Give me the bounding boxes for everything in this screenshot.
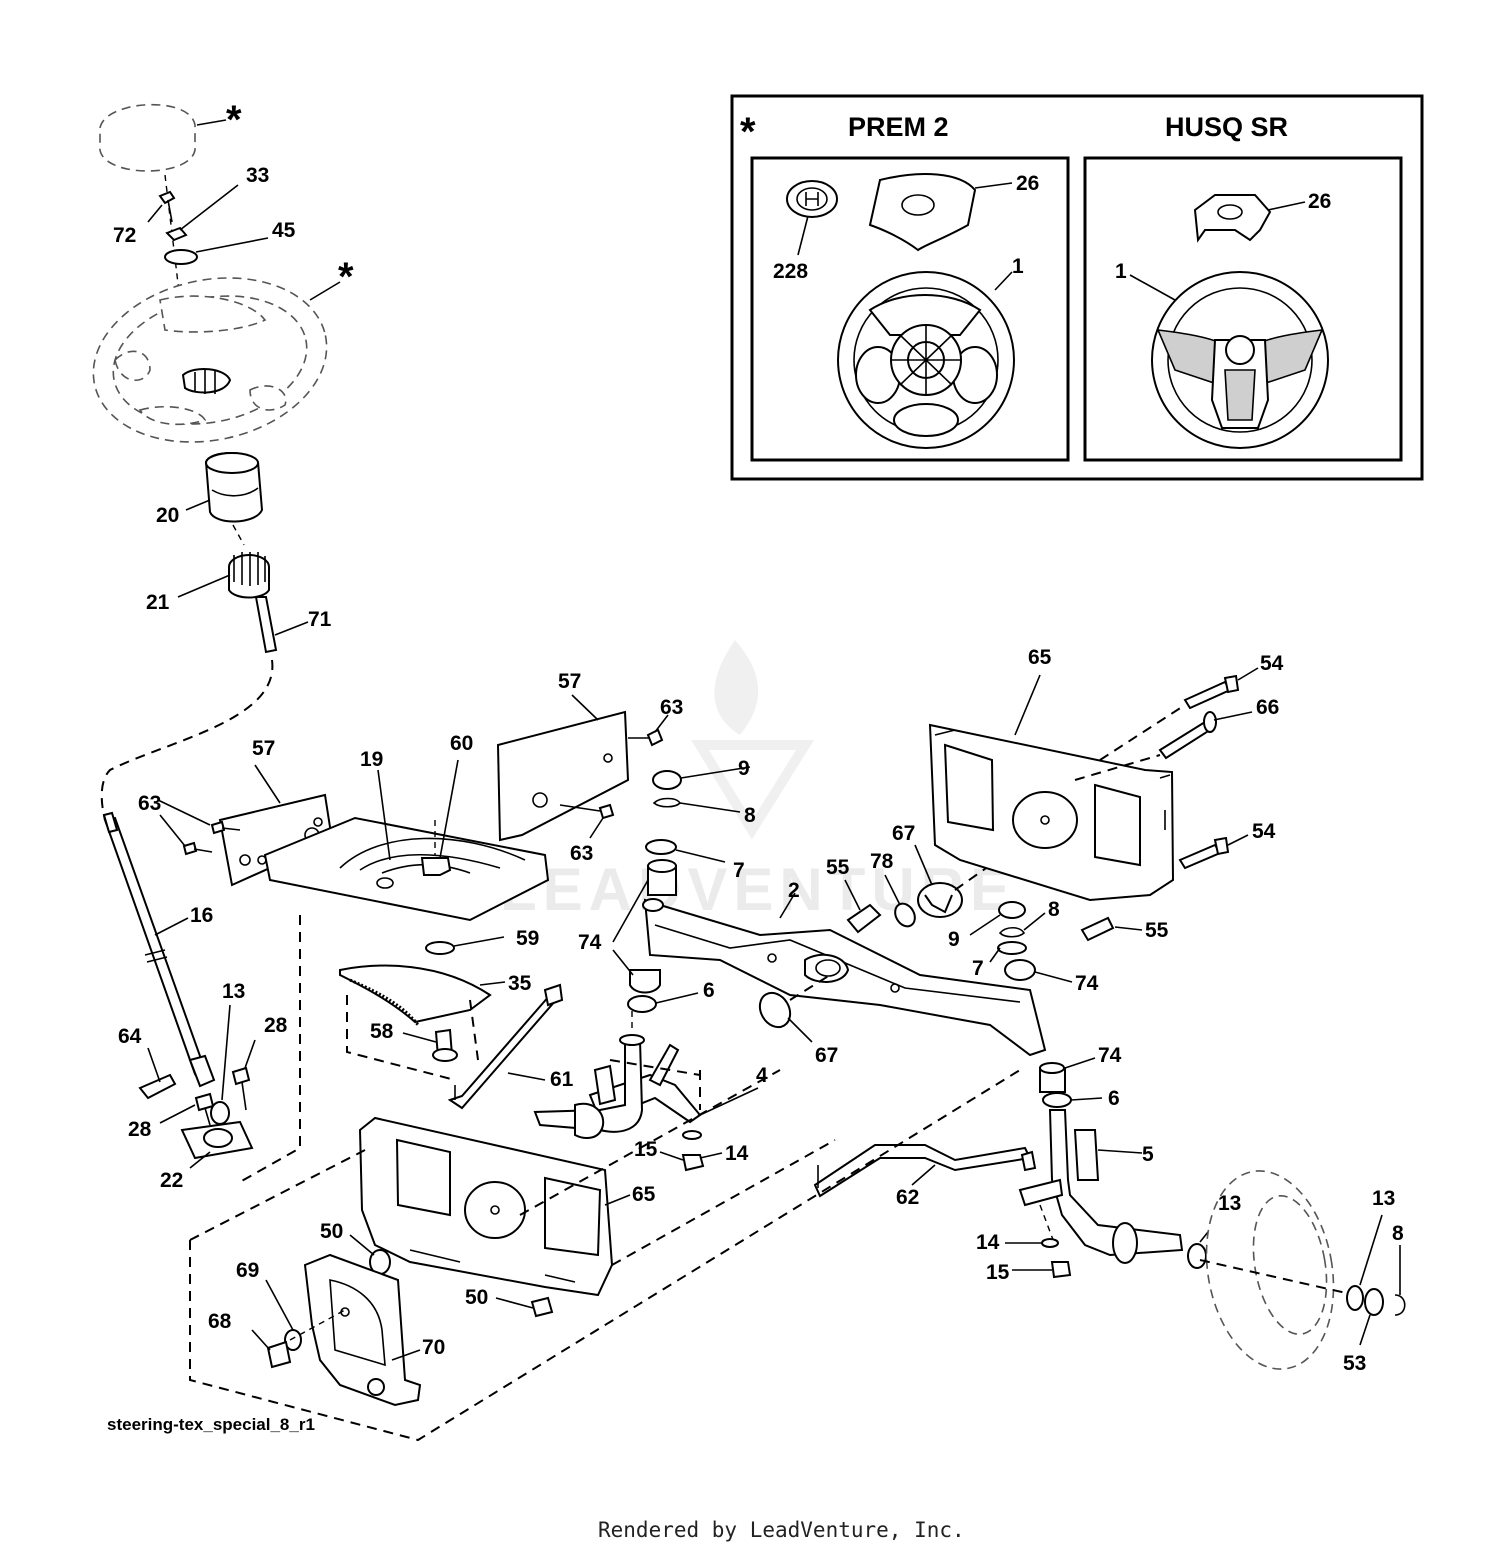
label-54-lower: 54 [1252, 820, 1276, 843]
label-8-right: 8 [1048, 898, 1060, 921]
label-9-left: 9 [738, 757, 750, 780]
sector-gear-35-part [339, 964, 492, 1024]
label-67-upper: 67 [892, 822, 915, 845]
spindle-right-part [1048, 1109, 1184, 1264]
part-labels: * * 33 72 45 20 21 71 57 57 63 63 63 19 … [113, 98, 1404, 1375]
label-67-lower: 67 [815, 1044, 838, 1067]
label-78: 78 [870, 850, 894, 873]
label-74-right-upper: 74 [1075, 972, 1099, 995]
label-5: 5 [1142, 1143, 1154, 1166]
emblem-228-part [786, 180, 838, 218]
label-21: 21 [146, 591, 170, 614]
bracket-57-right-part [496, 710, 630, 842]
drawing-code: steering-tex_special_8_r1 [107, 1415, 315, 1434]
label-62: 62 [896, 1186, 919, 1209]
label-asterisk-cap: * [226, 98, 242, 142]
label-22: 22 [160, 1169, 183, 1192]
label-57-left: 57 [252, 737, 275, 760]
bushing-67-upper-part [917, 882, 963, 918]
label-7-right: 7 [972, 957, 984, 980]
label-63-mid: 63 [570, 842, 593, 865]
label-1-husq: 1 [1115, 260, 1127, 283]
label-28-lower: 28 [128, 1118, 152, 1141]
label-53: 53 [1343, 1352, 1366, 1375]
label-13-wheel-inner: 13 [1218, 1192, 1241, 1215]
label-57-right: 57 [558, 670, 581, 693]
label-65-left: 65 [632, 1183, 656, 1206]
gear-21-part [228, 552, 270, 599]
label-26-husq: 26 [1308, 190, 1331, 213]
inset-title-husq-sr: HUSQ SR [1165, 112, 1288, 142]
label-55-left: 55 [826, 856, 850, 879]
label-33: 33 [246, 164, 269, 187]
steering-plate-19-part [257, 816, 550, 922]
label-8-left: 8 [744, 804, 756, 827]
label-28-upper: 28 [264, 1014, 288, 1037]
label-228: 228 [773, 260, 808, 283]
steering-wheel-prem2-part [837, 271, 1015, 449]
label-14-right: 14 [976, 1231, 1000, 1254]
steering-cap-ghost [99, 103, 196, 172]
label-68: 68 [208, 1310, 232, 1333]
cover-26-husq-part [1193, 194, 1272, 243]
label-2: 2 [788, 879, 800, 902]
label-19: 19 [360, 748, 383, 771]
steering-shaft-16-part [102, 811, 216, 1088]
label-50-upper: 50 [320, 1220, 343, 1243]
label-9-right: 9 [948, 928, 960, 951]
label-6-left: 6 [703, 979, 715, 1002]
label-16: 16 [190, 904, 213, 927]
label-13-left: 13 [222, 980, 245, 1003]
label-4: 4 [756, 1064, 768, 1087]
label-50-lower: 50 [465, 1286, 488, 1309]
label-61: 61 [550, 1068, 574, 1091]
label-63-top: 63 [660, 696, 683, 719]
inset-title-prem2: PREM 2 [848, 112, 949, 142]
label-45: 45 [272, 219, 296, 242]
frame-bracket-65-left-part [358, 1116, 614, 1297]
column-boot-20-part [204, 452, 264, 523]
label-74-left: 74 [578, 931, 602, 954]
label-60: 60 [450, 732, 473, 755]
label-35: 35 [508, 972, 532, 995]
label-64: 64 [118, 1025, 142, 1048]
spindle-left-part [533, 1034, 645, 1139]
steering-wheel-husq-part [1151, 271, 1329, 449]
label-55-right: 55 [1145, 919, 1169, 942]
label-13-wheel-outer: 13 [1372, 1187, 1395, 1210]
label-71: 71 [308, 608, 332, 631]
label-70: 70 [422, 1336, 445, 1359]
footer-credit: Rendered by LeadVenture, Inc. [598, 1518, 965, 1542]
front-axle-2-part [642, 898, 1047, 1057]
label-14-left: 14 [725, 1142, 749, 1165]
steering-wheel-ghost [92, 277, 328, 443]
label-54-top: 54 [1260, 652, 1284, 675]
label-6-right: 6 [1108, 1087, 1120, 1110]
label-asterisk-wheel: * [338, 255, 354, 299]
label-8-wheel: 8 [1392, 1222, 1404, 1245]
drag-link-61-part [447, 993, 558, 1110]
inset-asterisk: * [740, 110, 756, 154]
label-59: 59 [516, 927, 539, 950]
label-66: 66 [1256, 696, 1279, 719]
label-58: 58 [370, 1020, 394, 1043]
label-26-prem2: 26 [1016, 172, 1039, 195]
tie-rod-62-part [813, 1144, 1032, 1198]
label-74-right-lower: 74 [1098, 1044, 1122, 1067]
plate-70-part [303, 1253, 422, 1407]
label-20: 20 [156, 504, 179, 527]
label-15-left: 15 [634, 1138, 658, 1161]
cover-26-prem2-part [868, 173, 977, 252]
front-wheel-ghost [1205, 1170, 1335, 1370]
label-65-right: 65 [1028, 646, 1052, 669]
inset-box: * PREM 2 HUSQ SR [730, 94, 1424, 481]
label-1-prem2: 1 [1012, 255, 1024, 278]
label-15-right: 15 [986, 1261, 1010, 1284]
label-72: 72 [113, 224, 136, 247]
label-7-left: 7 [733, 859, 745, 882]
label-63-left: 63 [138, 792, 161, 815]
label-69: 69 [236, 1259, 259, 1282]
